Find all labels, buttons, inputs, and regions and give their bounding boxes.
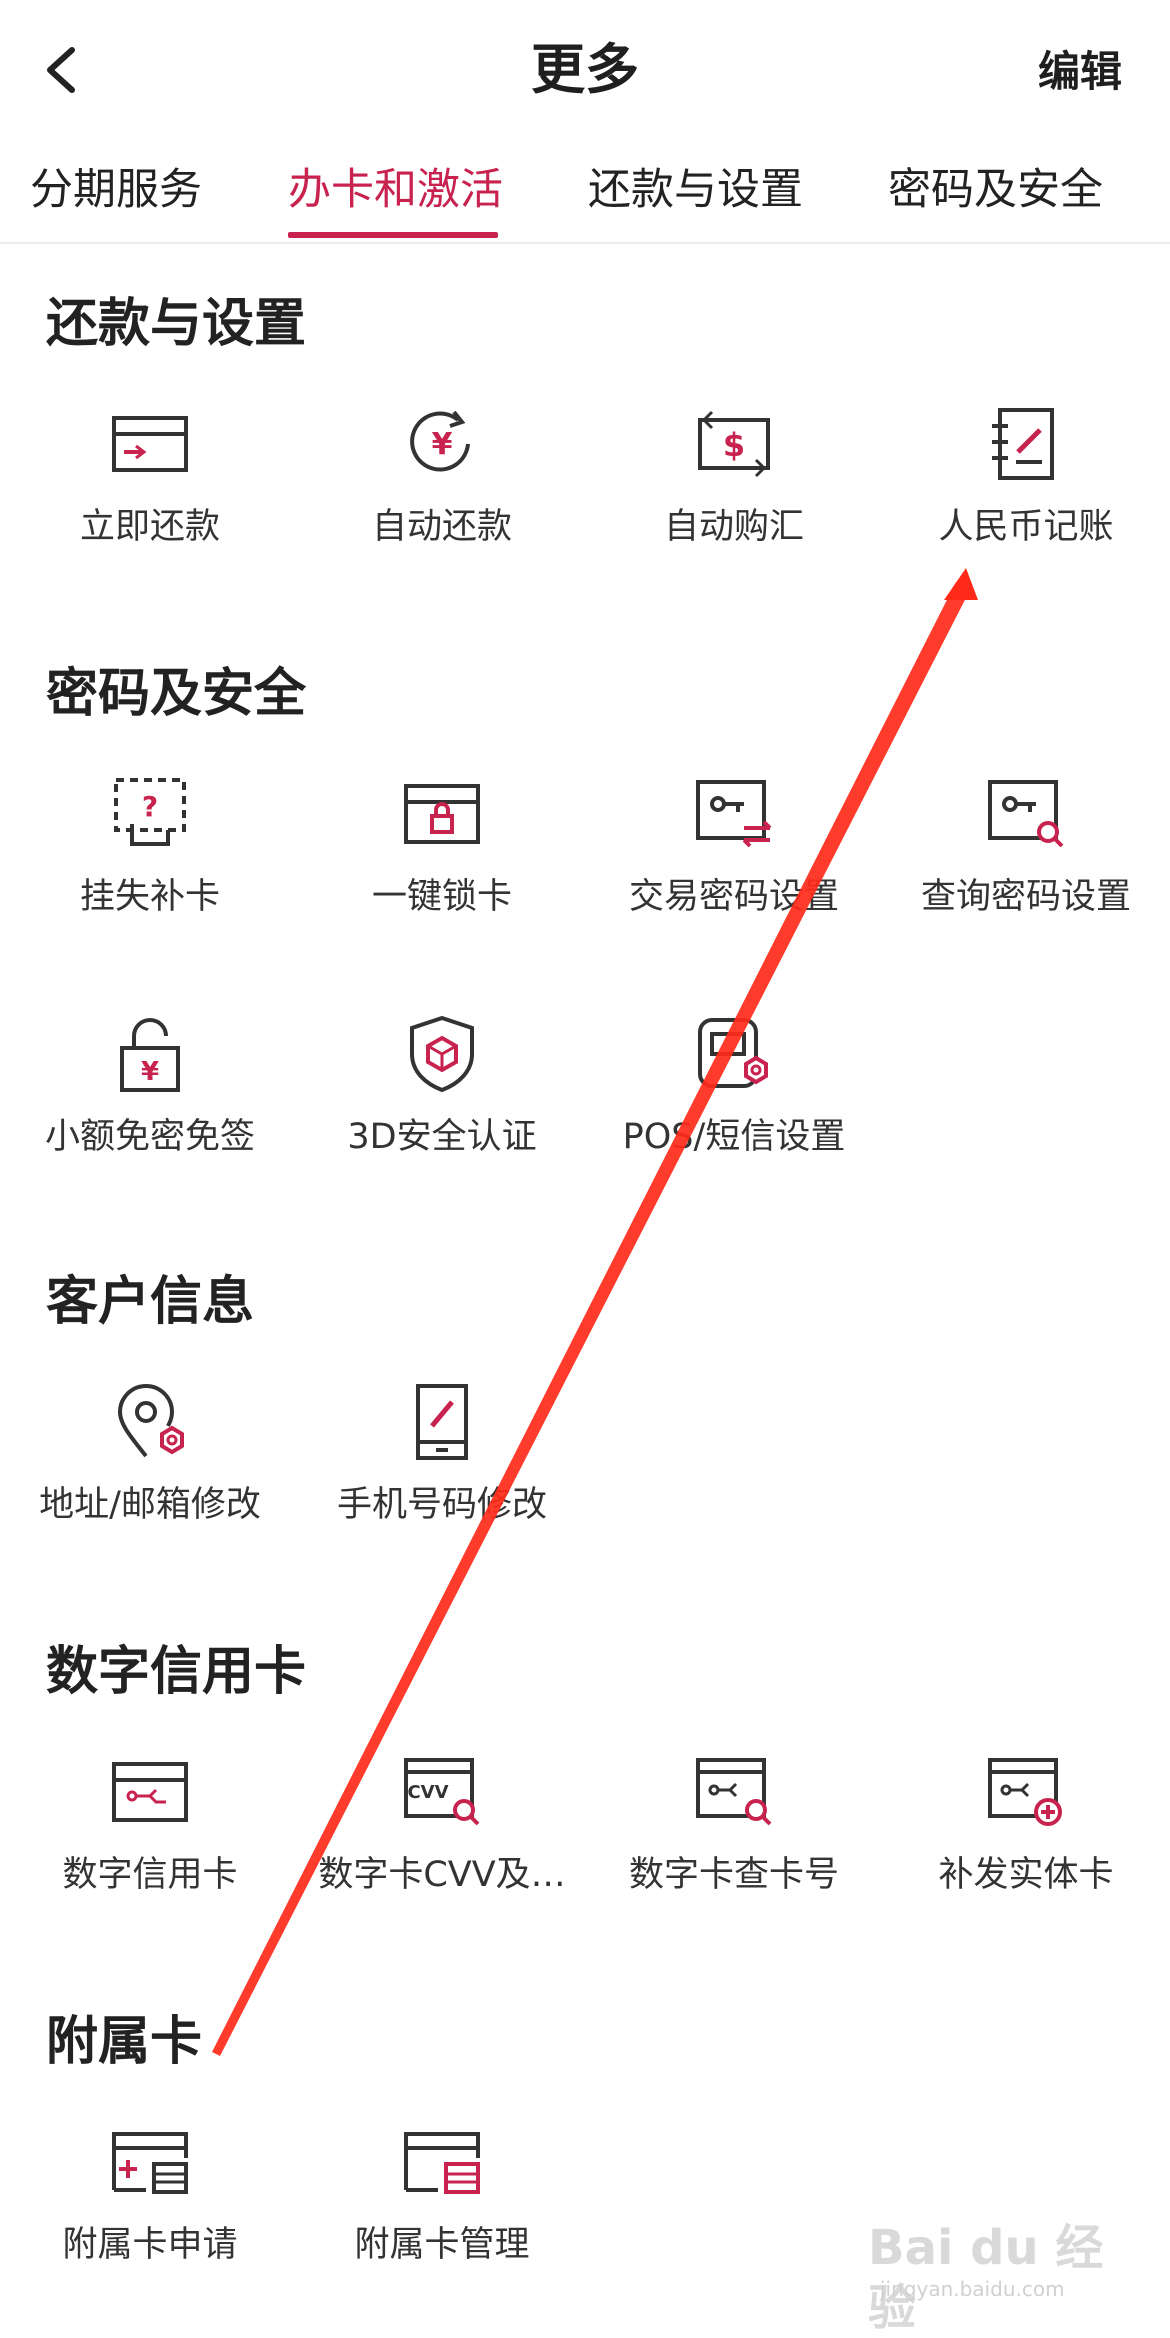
dollar-exchange-icon: $ <box>698 410 770 478</box>
section-title-repayment: 还款与设置 <box>46 294 307 354</box>
grid-item-supplementary-apply[interactable]: 附属卡申请 <box>4 2122 296 2322</box>
manage-supplementary-card-icon <box>404 2132 480 2194</box>
tab-bar: 分期服务 办卡和激活 还款与设置 密码及安全 <box>0 152 1170 242</box>
svg-text:$: $ <box>723 426 745 464</box>
item-label: 自动购汇 <box>663 507 804 547</box>
baidu-jingyan-watermark: Bai du 经验 jingyan.baidu.com <box>860 2218 1130 2336</box>
tab-installment[interactable]: 分期服务 <box>30 165 202 215</box>
back-button[interactable] <box>40 38 84 102</box>
digital-card-icon <box>112 1762 188 1822</box>
grid-item-supplementary-manage[interactable]: 附属卡管理 <box>296 2122 588 2322</box>
grid-item-auto-repay[interactable]: ¥ 自动还款 <box>296 404 588 604</box>
watermark-site: jingyan.baidu.com <box>880 2277 1065 2301</box>
section-title-supplementary-card: 附属卡 <box>46 2012 203 2072</box>
item-label: 附属卡管理 <box>354 2225 530 2265</box>
item-label: 一键锁卡 <box>371 877 512 917</box>
item-label: 数字信用卡 <box>62 1855 238 1895</box>
section-title-customer-info: 客户信息 <box>46 1272 255 1332</box>
item-label: 地址/邮箱修改 <box>39 1485 261 1525</box>
small-amount-padlock-icon: ¥ <box>120 1018 180 1092</box>
address-edit-icon <box>117 1384 184 1458</box>
cvv-search-icon: CVV <box>404 1758 480 1826</box>
grid-item-auto-exchange[interactable]: $ 自动购汇 <box>588 404 880 604</box>
page-title: 更多 <box>531 38 639 101</box>
item-label: 查询密码设置 <box>920 877 1131 917</box>
grid-item-rmb-ledger[interactable]: 人民币记账 <box>880 404 1170 604</box>
svg-text:¥: ¥ <box>141 1057 159 1087</box>
item-label: 数字卡CVV及… <box>318 1855 566 1895</box>
grid-item-query-password[interactable]: 查询密码设置 <box>880 774 1170 974</box>
grid-item-digital-card-number[interactable]: 数字卡查卡号 <box>588 1752 880 1952</box>
item-label: 人民币记账 <box>938 507 1114 547</box>
edit-button[interactable]: 编辑 <box>1037 47 1122 96</box>
phone-edit-icon <box>416 1384 468 1460</box>
item-label: POS/短信设置 <box>622 1117 846 1157</box>
auto-repay-yuan-icon: ¥ <box>410 410 470 472</box>
grid-item-digital-card[interactable]: 数字信用卡 <box>4 1752 296 1952</box>
chevron-left-icon <box>47 47 75 93</box>
active-tab-indicator <box>288 232 498 238</box>
grid-item-report-lost[interactable]: ? 挂失补卡 <box>4 774 296 974</box>
item-label: 手机号码修改 <box>336 1485 547 1525</box>
add-supplementary-card-icon <box>112 2132 188 2194</box>
item-label: 立即还款 <box>79 507 220 547</box>
3d-shield-icon <box>410 1015 474 1093</box>
item-label: 数字卡查卡号 <box>628 1855 839 1895</box>
reissue-card-icon <box>988 1758 1062 1826</box>
lock-card-icon <box>404 784 480 844</box>
grid-item-digital-cvv[interactable]: CVV 数字卡CVV及… <box>296 1752 588 1952</box>
item-label: 挂失补卡 <box>79 877 220 917</box>
card-number-search-icon <box>696 1758 772 1826</box>
section-title-digital-card: 数字信用卡 <box>46 1642 307 1702</box>
item-label: 小额免密免签 <box>44 1117 255 1157</box>
tab-card-activation[interactable]: 办卡和激活 <box>288 165 503 215</box>
grid-item-lock-card[interactable]: 一键锁卡 <box>296 774 588 974</box>
transaction-password-icon <box>696 780 772 848</box>
grid-item-reissue-card[interactable]: 补发实体卡 <box>880 1752 1170 1952</box>
item-label: 自动还款 <box>371 507 512 547</box>
query-password-icon <box>988 780 1064 848</box>
rmb-ledger-icon <box>992 408 1054 480</box>
grid-item-3d-secure[interactable]: 3D安全认证 <box>296 1014 588 1214</box>
grid-item-small-amount[interactable]: ¥ 小额免密免签 <box>4 1014 296 1214</box>
watermark-brand: Bai du 经验 <box>868 2220 1104 2336</box>
tab-password-security[interactable]: 密码及安全 <box>888 165 1103 215</box>
grid-item-repay-now[interactable]: 立即还款 <box>4 404 296 604</box>
item-label: 附属卡申请 <box>62 2225 238 2265</box>
svg-text:?: ? <box>142 790 158 823</box>
svg-text:CVV: CVV <box>407 1782 448 1803</box>
pos-sms-settings-icon <box>698 1018 768 1088</box>
grid-item-pos-sms[interactable]: POS/短信设置 <box>588 1014 880 1214</box>
grid-item-address-email[interactable]: 地址/邮箱修改 <box>4 1382 296 1582</box>
lost-card-icon: ? <box>114 778 186 846</box>
grid-item-transaction-password[interactable]: 交易密码设置 <box>588 774 880 974</box>
item-label: 补发实体卡 <box>938 1855 1114 1895</box>
top-bar: 更多 编辑 <box>0 0 1170 142</box>
tab-repayment-settings[interactable]: 还款与设置 <box>588 165 803 215</box>
section-title-password-security: 密码及安全 <box>46 664 307 724</box>
svg-text:¥: ¥ <box>432 427 453 462</box>
grid-item-phone-number[interactable]: 手机号码修改 <box>296 1382 588 1582</box>
item-label: 3D安全认证 <box>347 1117 537 1157</box>
item-label: 交易密码设置 <box>628 877 839 917</box>
tabs-divider <box>0 242 1170 244</box>
card-repay-icon <box>112 416 188 472</box>
